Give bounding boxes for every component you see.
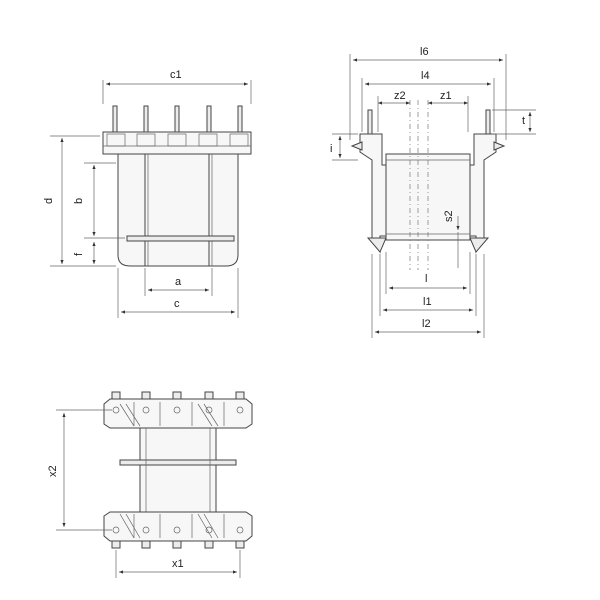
top-view-lower-pins	[111, 540, 245, 549]
label-c: c	[174, 298, 180, 310]
side-left-flange	[359, 133, 387, 254]
label-l1: l1	[423, 296, 432, 308]
side-view: l6 l4 z2 z1 t i s2 l l1	[330, 46, 536, 338]
label-x2: x2	[47, 465, 59, 477]
top-view: x1 x2	[47, 391, 253, 578]
front-body	[117, 153, 239, 267]
label-f: f	[73, 252, 85, 256]
label-l: l	[425, 273, 427, 285]
label-d: d	[43, 198, 55, 204]
front-pins	[112, 105, 243, 133]
label-s2: s2	[443, 210, 455, 222]
label-l6: l6	[420, 46, 429, 58]
label-z1: z1	[440, 90, 452, 102]
side-right-flange	[469, 133, 497, 254]
label-a: a	[175, 276, 182, 288]
front-view: c1 d b f a c	[43, 69, 252, 318]
top-view-upper-pins	[111, 391, 245, 400]
label-b: b	[73, 198, 85, 204]
label-t: t	[522, 115, 525, 127]
label-i: i	[330, 143, 332, 155]
label-x1: x1	[172, 558, 184, 570]
top-view-body	[139, 427, 217, 513]
label-z2: z2	[394, 90, 406, 102]
label-l4: l4	[421, 70, 430, 82]
front-core-bar	[126, 235, 235, 242]
top-view-lower-flange	[103, 511, 253, 542]
label-l2: l2	[422, 318, 431, 330]
label-c1: c1	[170, 69, 182, 81]
top-view-core-bar	[119, 459, 237, 466]
